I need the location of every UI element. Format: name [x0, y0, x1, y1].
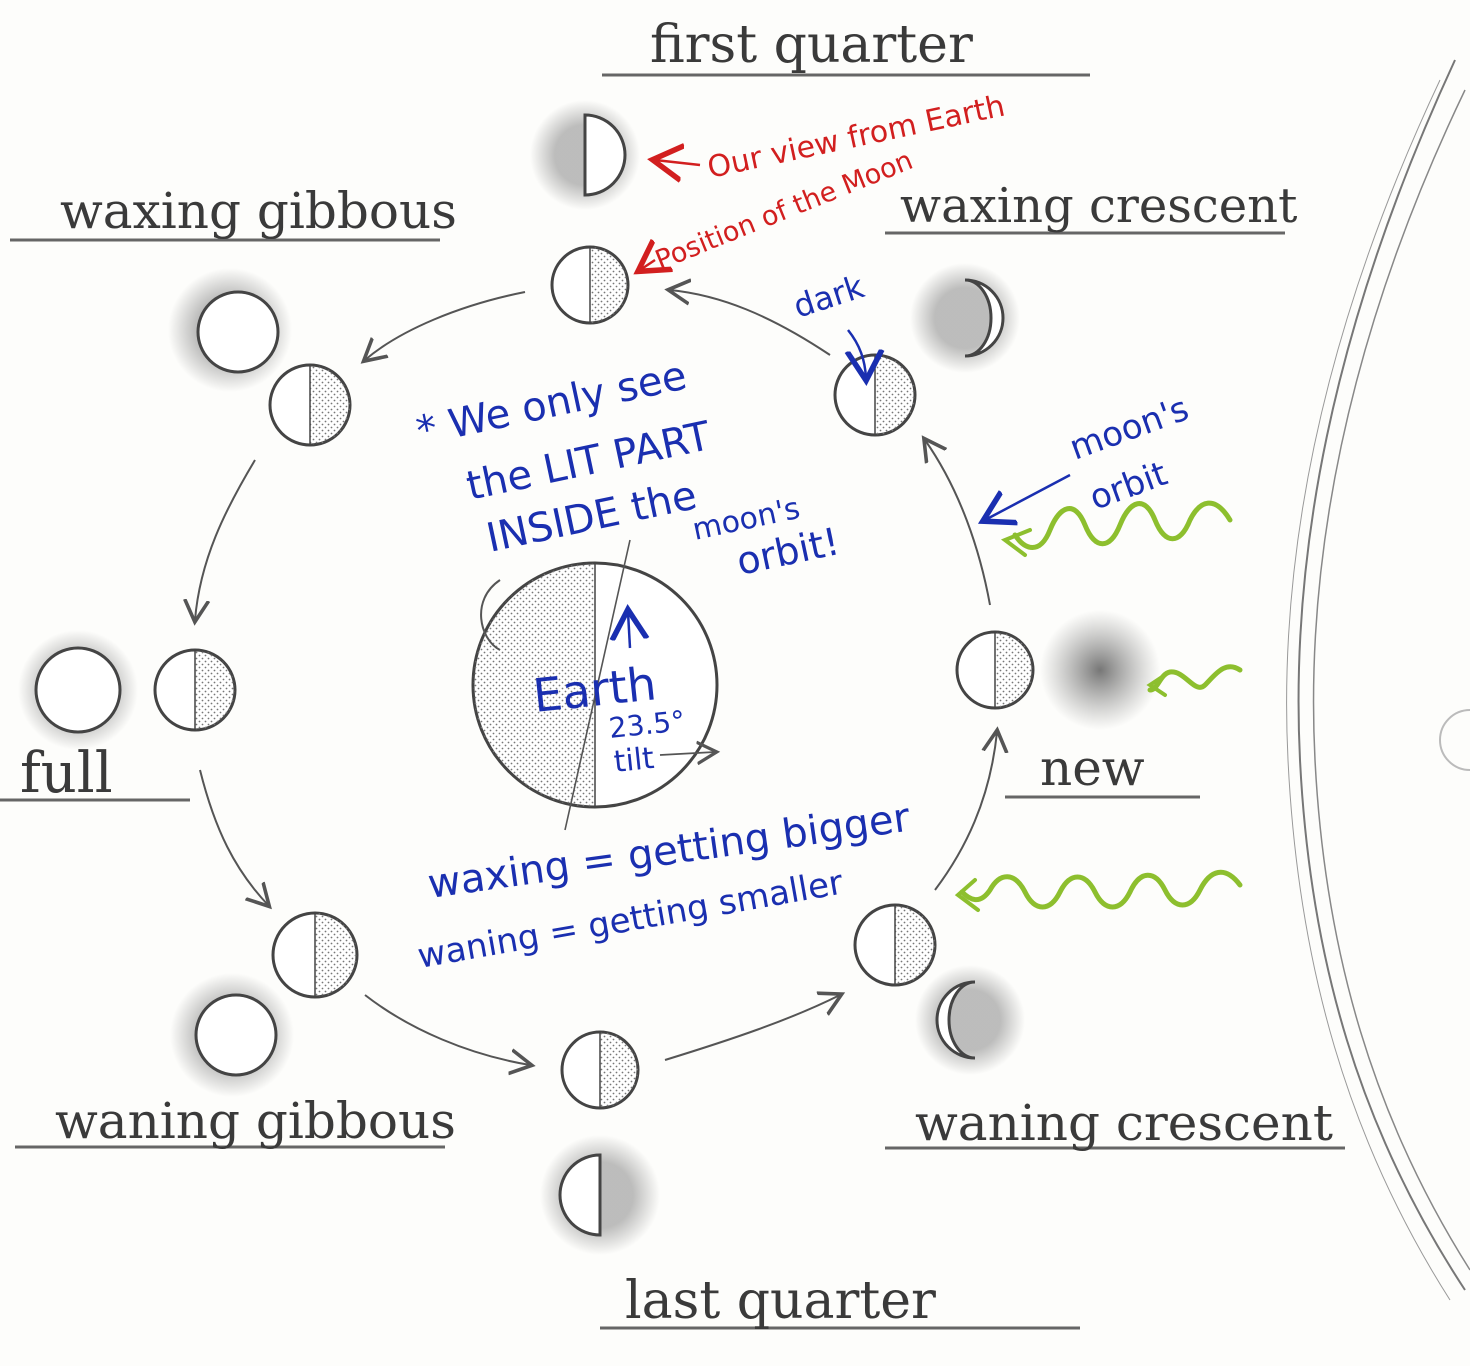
- sunlight-wave: [959, 870, 1243, 910]
- earth: [471, 539, 717, 831]
- orbit-arrow: [934, 732, 997, 891]
- orbit-arrow: [195, 459, 256, 620]
- sun-edge: [1286, 59, 1470, 1301]
- annotation-tilt-value: 23.5°: [607, 704, 686, 745]
- annotation-dark: dark: [789, 267, 869, 325]
- moon-position-last-quarter: [560, 1030, 640, 1110]
- moon-position-waxing-gibbous: [268, 363, 352, 447]
- annotation-earth: Earth: [531, 656, 659, 723]
- view-first-quarter: [530, 100, 640, 210]
- moon-position-waning-crescent: [853, 903, 937, 987]
- label-first-quarter: first quarter: [650, 15, 973, 75]
- earth-rotation-arrow: [480, 579, 501, 651]
- orbit-arrow: [364, 994, 530, 1065]
- moon-position-waxing-crescent: [833, 353, 917, 437]
- orbit-arrow: [925, 440, 991, 606]
- view-waning-crescent: [915, 965, 1025, 1075]
- sunlight-waves: [954, 500, 1243, 912]
- earth-tilt-axis: [564, 539, 631, 831]
- view-last-quarter: [540, 1135, 660, 1255]
- sunlight-wave: [1147, 664, 1243, 693]
- annotation-tilt-word: tilt: [612, 741, 656, 780]
- sunlight-wave: [1012, 500, 1233, 550]
- label-waxing-crescent: waxing crescent: [900, 178, 1297, 234]
- label-waxing-gibbous: waxing gibbous: [60, 182, 457, 240]
- moon-position-first-quarter: [550, 245, 630, 325]
- view-full: [18, 630, 138, 750]
- view-new: [1040, 610, 1160, 730]
- moon-positions: [153, 245, 1035, 1110]
- label-last-quarter: last quarter: [625, 1271, 936, 1331]
- margin-hole-icon: [1439, 709, 1470, 771]
- label-underlines: [0, 73, 1345, 1330]
- moon-views: [18, 100, 1160, 1255]
- view-waxing-gibbous: [168, 268, 292, 392]
- red-arrows: [640, 160, 701, 270]
- orbit-arrow: [664, 995, 840, 1061]
- orbit-arrow: [365, 291, 526, 360]
- orbit-arrows: [195, 290, 997, 1065]
- label-new: new: [1040, 739, 1145, 797]
- orbit-arrow: [199, 769, 268, 905]
- moon-position-full: [153, 648, 237, 732]
- view-waxing-crescent: [910, 263, 1020, 373]
- moon-position-waning-gibbous: [271, 911, 359, 999]
- moon-position-new: [955, 630, 1035, 710]
- blue-arrows: [848, 329, 1071, 520]
- view-waning-gibbous: [170, 973, 294, 1097]
- label-full: full: [20, 741, 113, 806]
- orbit-arrow: [670, 290, 831, 356]
- label-waning-gibbous: waning gibbous: [55, 1092, 456, 1150]
- label-waning-crescent: waning crescent: [915, 1094, 1333, 1152]
- annotation-moons-orbit-line1: moon's: [1064, 389, 1194, 469]
